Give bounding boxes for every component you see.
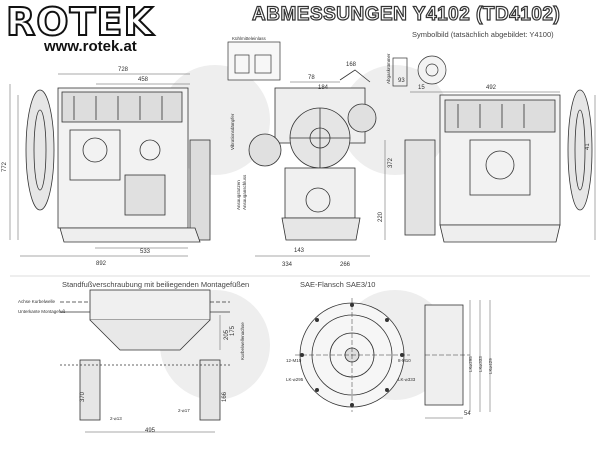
dim-54: 54: [464, 411, 471, 417]
mounting-feet-drawing: [60, 289, 230, 433]
dim-166: 166: [222, 391, 228, 402]
coolant-port-label: Kühlmitteleinlass: [232, 36, 266, 41]
lk-429-label: LK⌀429: [488, 358, 493, 374]
dim-370: 370: [80, 391, 86, 402]
engine-front-view: [248, 69, 377, 241]
dim-533: 533: [140, 249, 151, 255]
intake-left-label: Ansaugstutzen: [236, 180, 241, 210]
engine-left-view: [25, 87, 211, 243]
shaft-axis-label: Kurbelwellenachse: [240, 322, 245, 360]
lk-295-label: LK-⌀295: [286, 377, 304, 382]
feet-section-title: Standfußverschraubung mit beiliegenden M…: [62, 280, 250, 289]
foot-bottom-leader: Unterkante Montagefuß: [18, 309, 66, 314]
dim-492: 492: [486, 85, 497, 91]
dim-78: 78: [308, 75, 315, 81]
dim-334: 334: [282, 262, 293, 268]
thread-8-label: 8-M10: [398, 358, 411, 363]
page-title: ABMESSUNGEN Y4102 (TD4102): [251, 3, 561, 25]
dim-458: 458: [138, 77, 149, 83]
dim-772: 772: [2, 161, 8, 172]
dim-495: 495: [145, 428, 156, 434]
dim-220: 220: [378, 211, 384, 222]
hole-right-label: 2-⌀17: [178, 408, 190, 413]
hole-left-label: 2-⌀13: [110, 416, 122, 421]
engine-right-view: [404, 89, 593, 243]
page-subtitle: Symbolbild (tatsächlich abgebildet: Y410…: [412, 30, 554, 39]
dimension-lines-top: [9, 73, 596, 257]
thread-12-label: 12-M10: [286, 358, 302, 363]
dim-93: 93: [398, 78, 405, 84]
dim-184: 184: [318, 85, 329, 91]
crankshaft-axis-leader: Achse Kurbelwelle: [18, 299, 56, 304]
dim-168: 168: [346, 62, 357, 68]
dim-266: 266: [340, 262, 351, 268]
brand-logo: ROTEK: [5, 0, 154, 44]
sae-flange-drawing: [295, 298, 491, 419]
vibration-damper-label: Vibrationsdämpfer: [230, 113, 235, 150]
flange-section-title: SAE-Flansch SAE3/10: [300, 280, 376, 289]
top-detail-box: [227, 41, 447, 87]
dim-728: 728: [118, 67, 129, 73]
dim-41: 41: [585, 143, 591, 150]
dim-15: 15: [418, 85, 425, 91]
dim-143: 143: [294, 248, 305, 254]
lk-295b-label: LK⌀295: [468, 356, 473, 372]
exhaust-manifold-label: Abgaskrümmer: [386, 53, 391, 84]
dim-892: 892: [96, 261, 107, 267]
lk-333b-label: LK⌀333: [478, 356, 483, 372]
dim-175: 175: [230, 325, 236, 336]
website-link[interactable]: www.rotek.at: [44, 38, 137, 55]
dim-372: 372: [388, 157, 394, 168]
lk-333-label: LK-⌀333: [398, 377, 416, 382]
intake-right-label: Ansauganschluss: [242, 174, 247, 210]
